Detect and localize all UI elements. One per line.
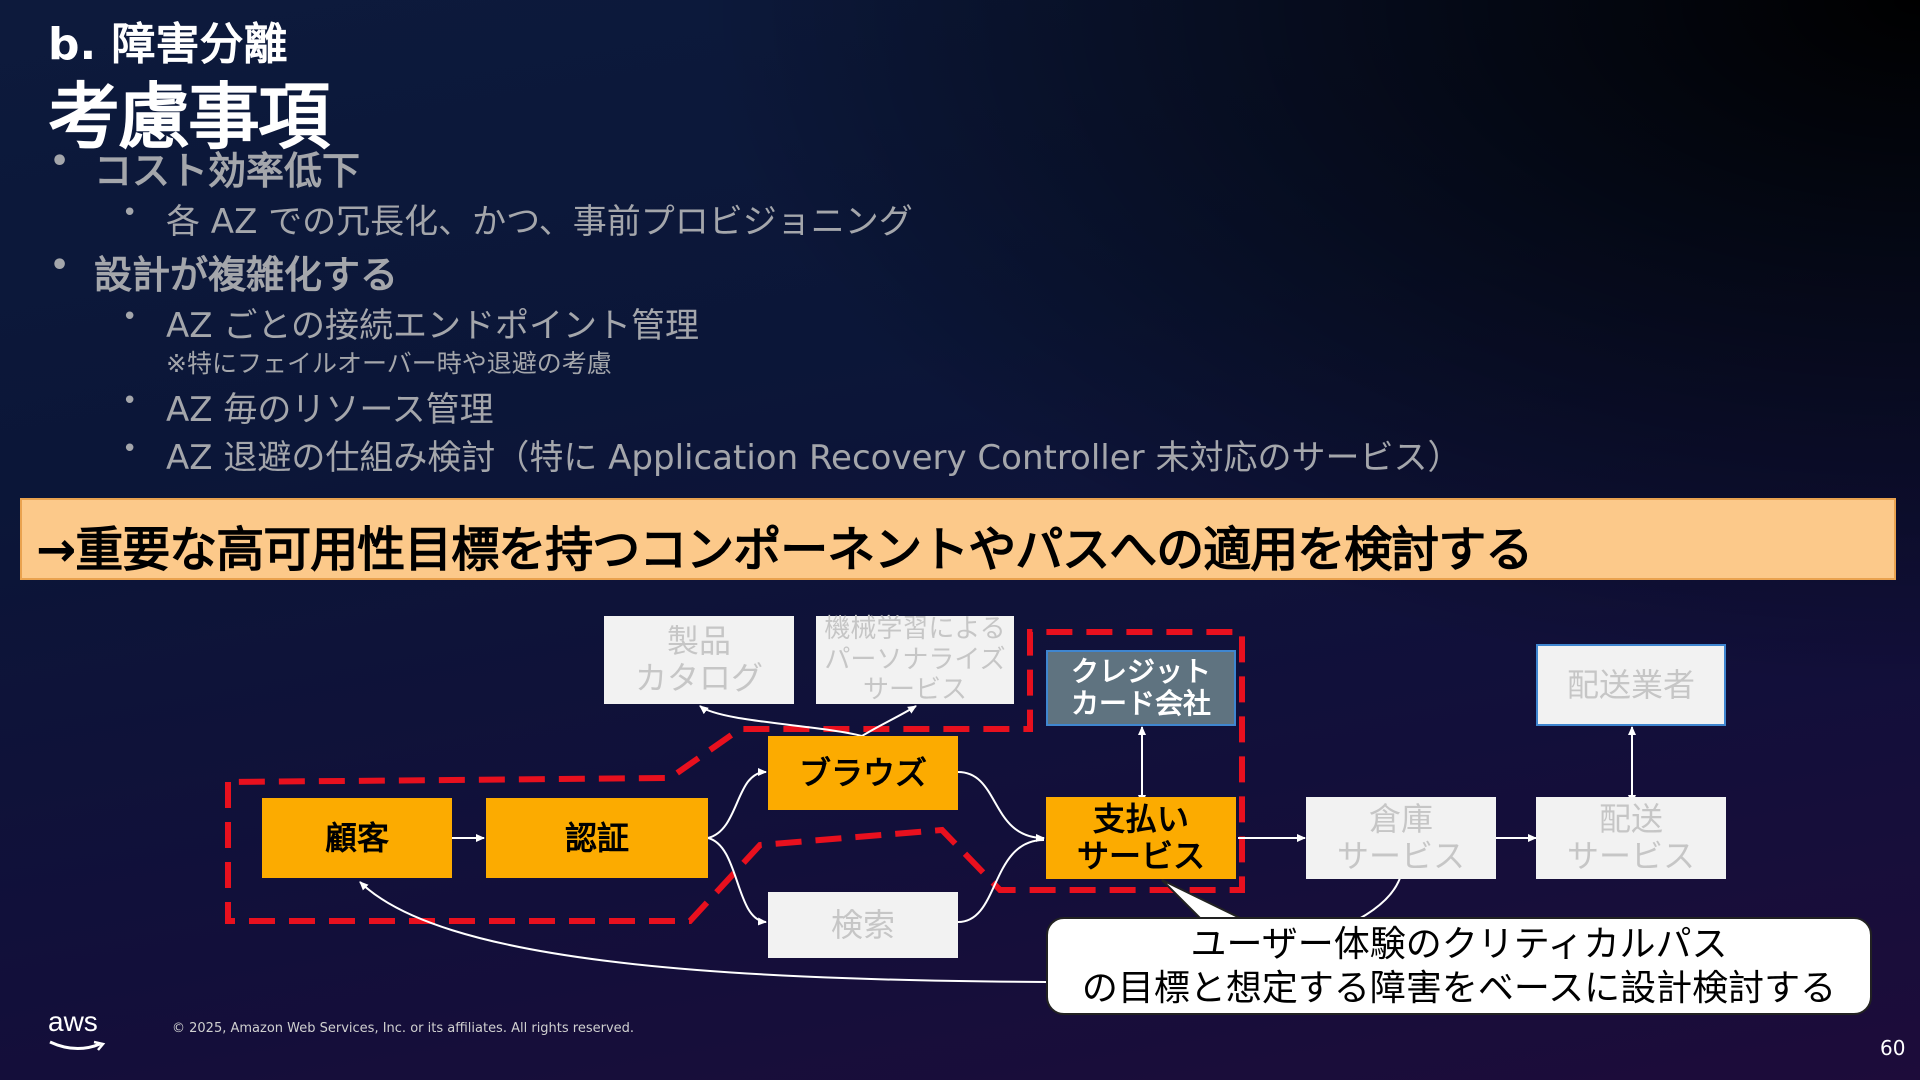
- page-number: 60: [1880, 1036, 1906, 1060]
- node-delivery: 配送 サービス: [1536, 797, 1726, 879]
- bullet-cost: • コスト効率低下: [50, 140, 361, 195]
- bullet-redundancy: • 各 AZ での冗長化、かつ、事前プロビジョニング: [122, 194, 913, 243]
- bullet-endpoint: • AZ ごとの接続エンドポイント管理: [122, 298, 700, 347]
- node-browse: ブラウズ: [768, 736, 958, 810]
- banner-text: →重要な高可用性目標を持つコンポーネントやパスへの適用を検討する: [36, 522, 1533, 578]
- edge-auth-search: [707, 837, 767, 926]
- bullet-dot: •: [122, 198, 138, 228]
- edge-auth-browse: [707, 768, 767, 839]
- aws-logo: aws: [48, 1006, 106, 1051]
- edge-browse-payment: [957, 771, 1045, 842]
- bullet-dot: •: [50, 144, 70, 179]
- node-customer: 顧客: [262, 798, 452, 878]
- bullet-complexity: • 設計が複雑化する: [50, 244, 399, 299]
- node-credit-card: クレジット カード会社: [1046, 650, 1236, 726]
- slide-title: 考慮事項: [48, 75, 330, 159]
- slide-subtitle: b. 障害分離: [48, 19, 288, 70]
- edge-browse-ml: [861, 705, 917, 737]
- callout-pointer: [1161, 879, 1241, 919]
- bullet-dot: •: [122, 434, 138, 464]
- bullet-dot: •: [122, 302, 138, 332]
- node-search: 検索: [768, 892, 958, 958]
- bullet-text: コスト効率低下: [94, 149, 361, 193]
- bullet-text: AZ 毎のリソース管理: [166, 390, 494, 430]
- bullet-text: AZ 退避の仕組み検討（特に Application Recovery Cont…: [166, 438, 1462, 478]
- aws-logo-text: aws: [48, 1006, 98, 1037]
- node-warehouse: 倉庫 サービス: [1306, 797, 1496, 879]
- bullet-text: 各 AZ での冗長化、かつ、事前プロビジョニング: [166, 202, 913, 242]
- node-catalog: 製品 カタログ: [604, 616, 794, 704]
- bullet-evacuation: • AZ 退避の仕組み検討（特に Application Recovery Co…: [122, 430, 1462, 479]
- aws-smile-icon: [49, 1040, 106, 1051]
- bullet-text: 設計が複雑化する: [94, 253, 399, 297]
- node-shipper: 配送業者: [1536, 644, 1726, 726]
- bullet-resource: • AZ 毎のリソース管理: [122, 382, 494, 431]
- edge-search-payment: [957, 839, 1045, 923]
- bullet-dot: •: [50, 248, 70, 283]
- critical-path-callout: ユーザー体験のクリティカルパス の目標と想定する障害をベースに設計検討する: [1046, 917, 1872, 1015]
- node-ml-personalize: 機械学習による パーソナライズ サービス: [816, 614, 1014, 705]
- critical-path-outline-left: [225, 629, 1245, 924]
- bullet-note: ※特にフェイルオーバー時や退避の考慮: [166, 349, 612, 378]
- bullet-dot: •: [122, 386, 138, 416]
- conclusion-banner: →重要な高可用性目標を持つコンポーネントやパスへの適用を検討する: [20, 498, 1896, 580]
- edge-browse-catalog: [699, 705, 863, 737]
- copyright: © 2025, Amazon Web Services, Inc. or its…: [172, 1021, 635, 1036]
- node-auth: 認証: [486, 798, 708, 878]
- node-payment: 支払い サービス: [1046, 797, 1236, 879]
- bullet-text: AZ ごとの接続エンドポイント管理: [166, 306, 700, 346]
